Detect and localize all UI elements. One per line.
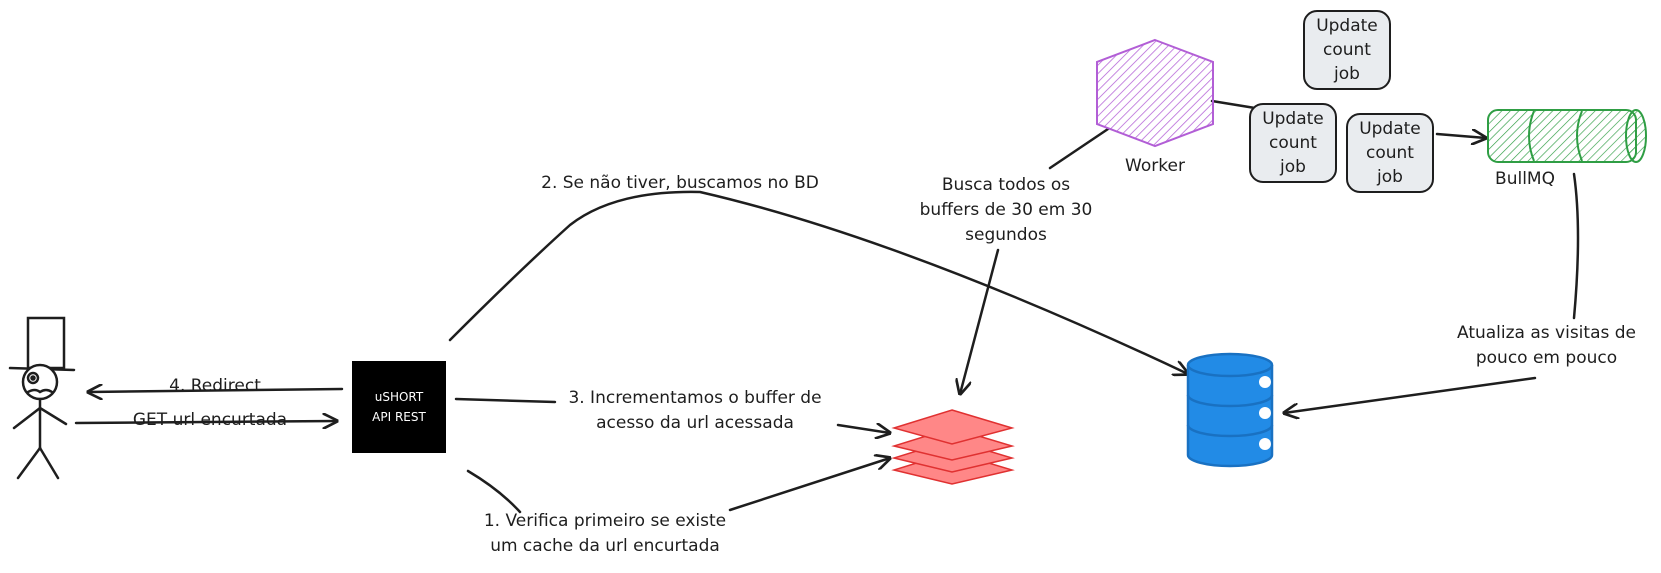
job-box: Update count job <box>1303 10 1391 90</box>
user-icon <box>8 316 76 480</box>
worker-to-jobs-line <box>1210 99 1257 110</box>
connectors <box>74 99 1580 514</box>
get-url-arrow <box>74 421 337 423</box>
step3-arrow <box>454 397 890 433</box>
queue-cylinder-icon <box>1487 109 1647 163</box>
step2-arrow <box>448 190 1188 374</box>
redirect-arrow <box>88 389 344 392</box>
redirect-label: 4. Redirect <box>169 376 261 396</box>
step1-label: 1. Verifica primeiro se existe um cache … <box>483 511 727 556</box>
queue-label: BullMQ <box>1495 169 1555 189</box>
step3-label: 3. Incrementamos o buffer de acesso da u… <box>568 388 822 433</box>
update-visits-label: Atualiza as visitas de pouco em pouco <box>1456 323 1636 368</box>
job-box: Update count job <box>1249 103 1337 183</box>
update-visits-arrow <box>1284 172 1580 413</box>
step2-label: 2. Se não tiver, buscamos no BD <box>541 173 819 193</box>
worker-label: Worker <box>1125 156 1185 176</box>
get-url-label: GET url encurtada <box>132 410 288 430</box>
cache-layers-icon <box>891 409 1015 485</box>
worker-fetch-label: Busca todos os buffers de 30 em 30 segun… <box>919 175 1093 245</box>
api-rest-box: uSHORT API REST <box>352 361 446 453</box>
worker-hexagon-icon <box>1096 38 1214 148</box>
step1-arrow <box>466 458 890 514</box>
worker-fetch-arrow <box>960 127 1110 394</box>
jobs-to-queue-arrow <box>1435 134 1486 138</box>
database-icon <box>1186 352 1274 468</box>
job-box: Update count job <box>1346 113 1434 193</box>
